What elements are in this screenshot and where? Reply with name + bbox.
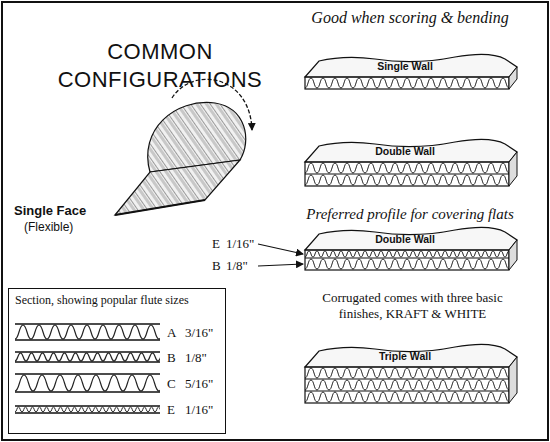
flute-letter: E xyxy=(167,402,175,418)
double-wall-eb-board xyxy=(305,227,517,270)
dimension: 1/16" xyxy=(226,236,254,252)
flute-letter: C xyxy=(167,376,176,392)
board-label: Double Wall xyxy=(355,145,455,158)
flute-sections xyxy=(15,324,160,413)
board-label: Triple Wall xyxy=(355,350,455,363)
section-box: Section, showing popular flute sizesA 3/1… xyxy=(8,288,226,434)
board-label: Double Wall xyxy=(355,233,455,246)
dimension: 5/16" xyxy=(185,376,213,392)
note-text: Preferred profile for covering flats xyxy=(275,205,545,223)
dimension: 1/16" xyxy=(185,402,213,418)
diagram-title: COMMON CONFIGURATIONS xyxy=(40,38,280,94)
note-text: Corrugated comes with three basic finish… xyxy=(305,290,520,321)
flute-letter: E xyxy=(212,236,220,252)
dimension: 1/8" xyxy=(185,350,207,366)
dimension: 1/8" xyxy=(226,258,248,274)
section-heading: Section, showing popular flute sizes xyxy=(15,293,189,307)
board-label: Single Wall xyxy=(355,60,455,73)
flute-letter: B xyxy=(167,350,176,366)
part-label: Single Face xyxy=(14,203,86,219)
single-face-sheet xyxy=(115,102,246,215)
leader-arrow xyxy=(258,264,303,266)
flute-letter: A xyxy=(167,325,176,341)
triple-wall-board xyxy=(305,344,517,403)
note-text: Good when scoring & bending xyxy=(280,8,540,27)
single-wall-board xyxy=(305,54,517,89)
dimension: 3/16" xyxy=(185,325,213,341)
part-note: (Flexible) xyxy=(24,220,73,234)
double-wall-board xyxy=(305,139,517,186)
flute-letter: B xyxy=(212,258,221,274)
leader-arrow xyxy=(258,244,303,254)
